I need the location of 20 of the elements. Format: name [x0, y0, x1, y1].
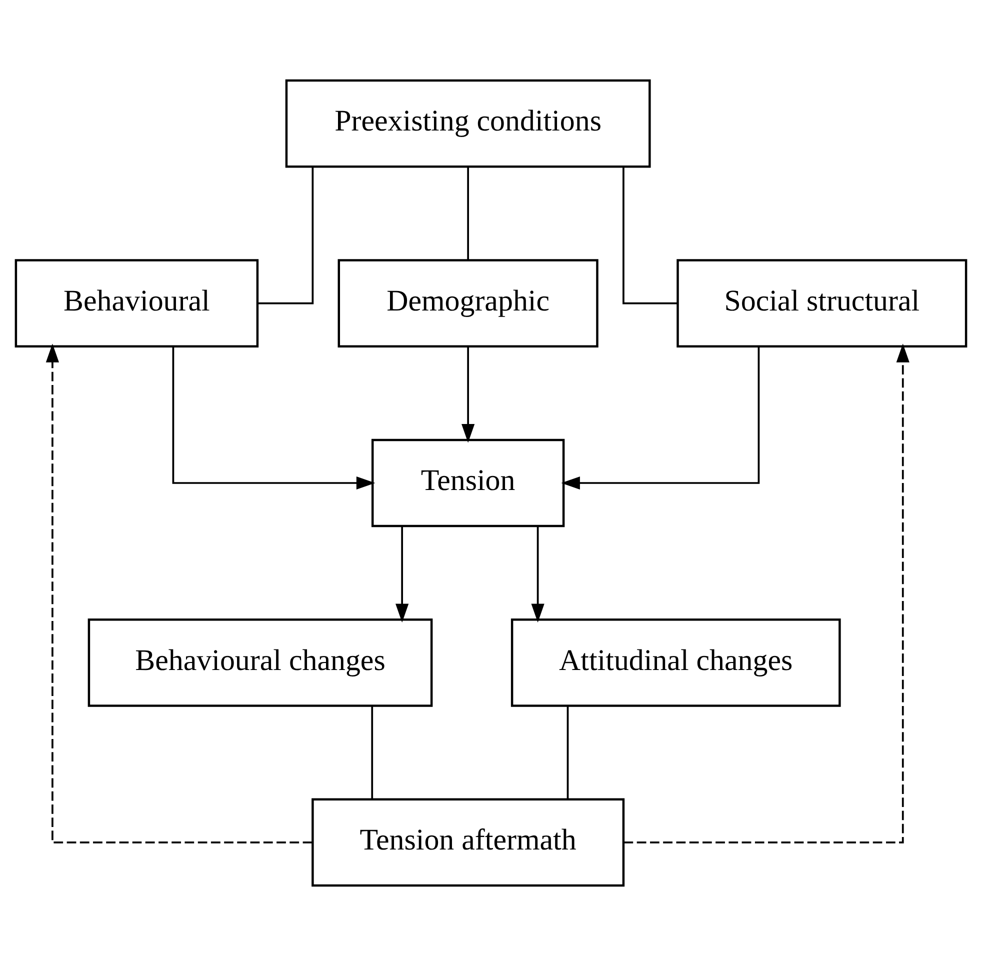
arrow [172, 346, 376, 490]
node-box: Behavioural [14, 259, 259, 348]
node-box: Social structural [676, 259, 968, 348]
connector [467, 167, 469, 260]
connector [371, 706, 374, 800]
node-box: Tension [371, 438, 565, 528]
arrow [462, 346, 475, 443]
arrow [46, 344, 312, 844]
node-box: Preexisting conditions [285, 79, 651, 168]
connector [622, 167, 678, 304]
node-box: Attitudinal changes [510, 618, 841, 707]
arrow [396, 526, 409, 622]
arrow [624, 344, 910, 844]
node-box: Tension aftermath [312, 798, 625, 887]
connector [257, 167, 314, 304]
connector [566, 706, 569, 800]
node-box: Demographic [338, 259, 598, 348]
arrow [531, 526, 544, 622]
arrow [561, 346, 760, 490]
node-box: Behavioural changes [88, 618, 433, 707]
